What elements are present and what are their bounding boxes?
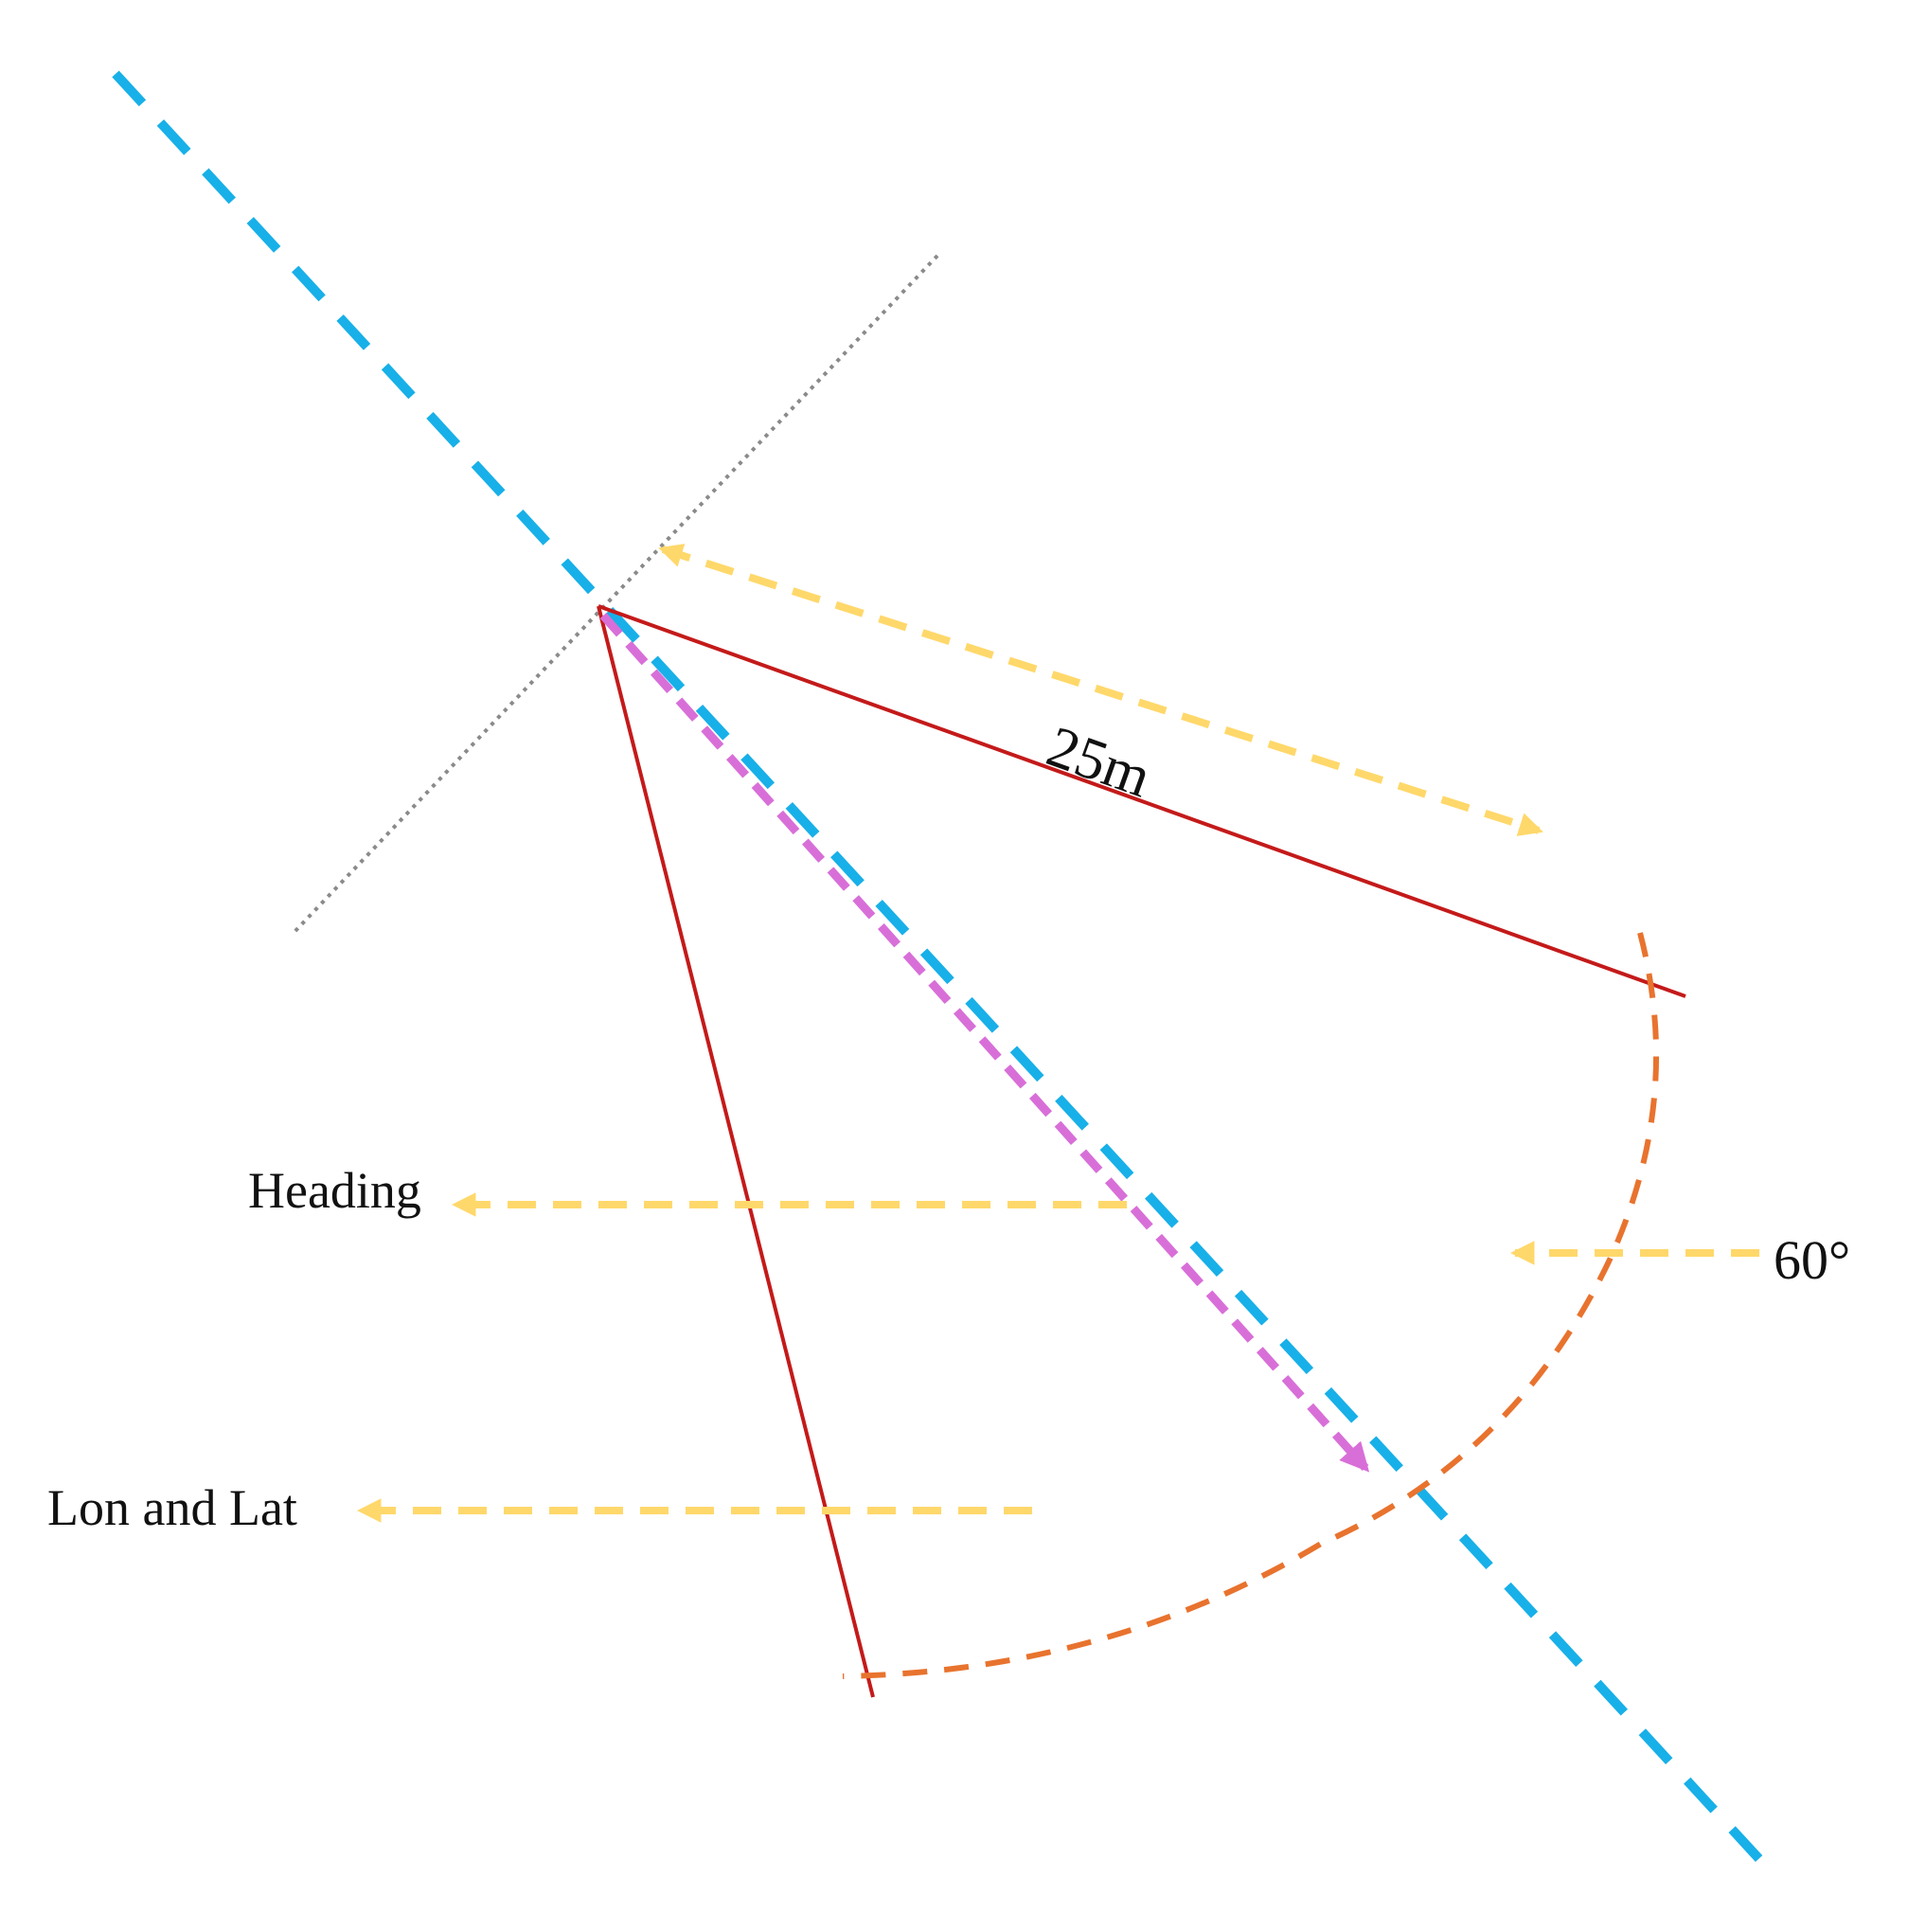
lon-lat-label: Lon and Lat	[47, 1479, 297, 1536]
distance-arrow	[658, 544, 1543, 836]
sector-edge-right	[597, 604, 1686, 998]
sector-arc	[842, 932, 1660, 1679]
perpendicular-line	[292, 254, 939, 935]
sector-edge-left	[597, 605, 875, 1698]
angle-label: 60°	[1774, 1229, 1850, 1291]
heading-axis-line	[112, 70, 1763, 1863]
heading-label: Heading	[248, 1162, 421, 1219]
distance-label: 25m	[1039, 714, 1159, 810]
